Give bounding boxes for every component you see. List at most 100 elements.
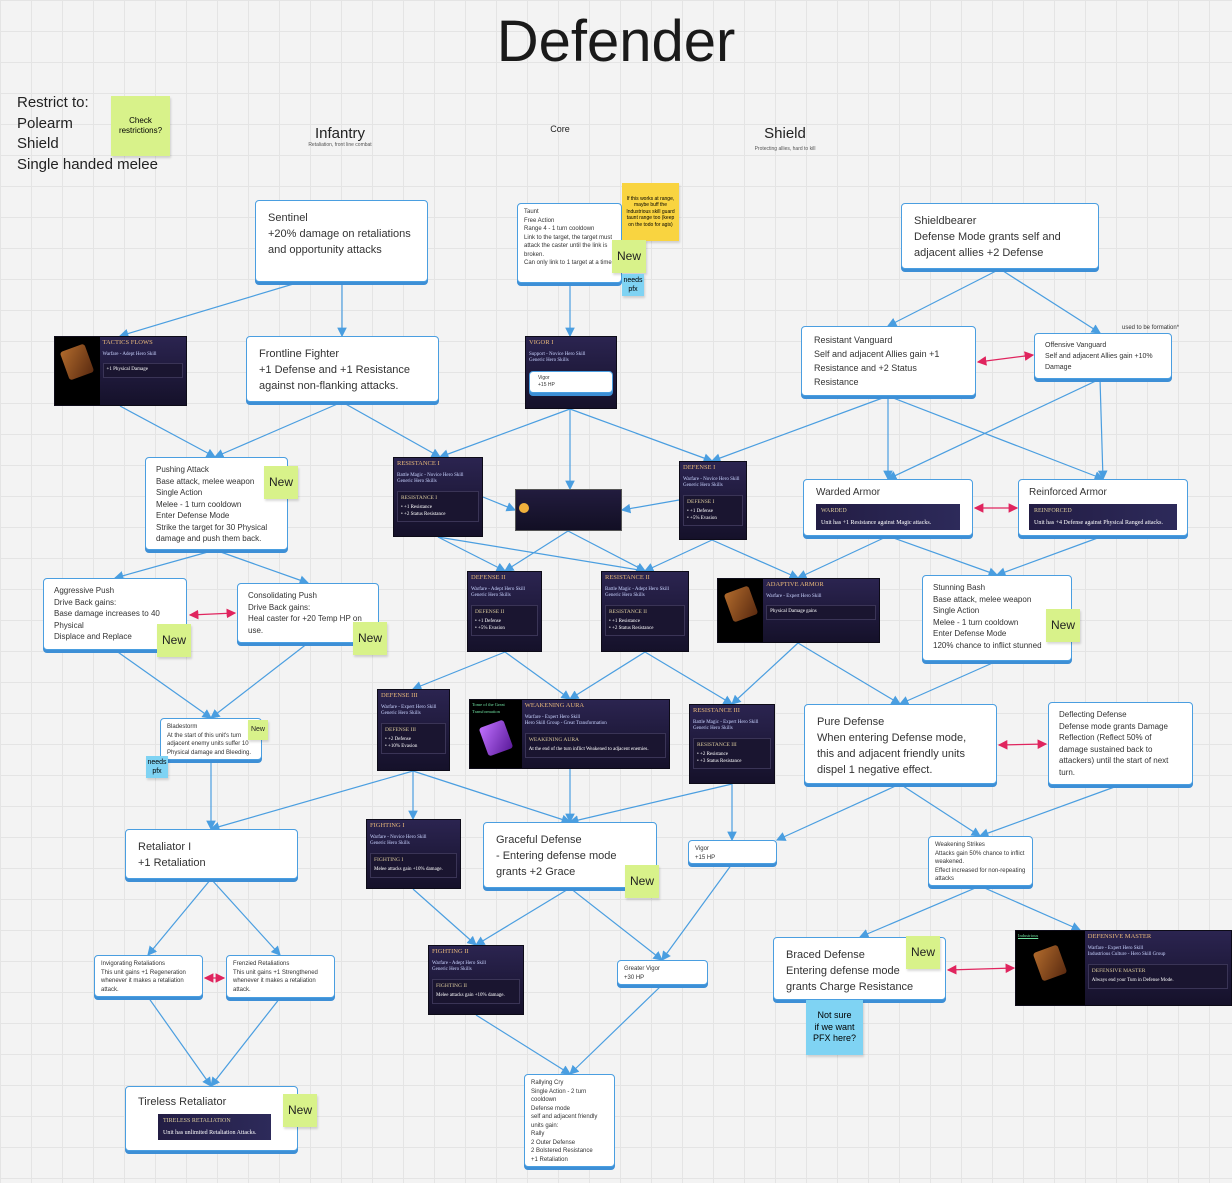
connector-arrow [412,770,572,824]
connector-arrow [474,887,571,946]
warded-effect-text: Unit has +1 Resistance against Magic att… [821,519,932,526]
column-core: Core [550,124,570,134]
connector-arrow [412,888,477,946]
connector-arrow [775,783,901,841]
node-offensive-vanguard[interactable]: Offensive Vanguard Self and adjacent All… [1034,333,1172,379]
node-vigor[interactable]: Vigor +15 HP [688,840,777,864]
card-title: ADAPTIVE ARMOR [766,581,824,588]
node-tireless-retaliator[interactable]: Tireless Retaliator TIRELESS RETALIATION… [125,1086,298,1151]
sticky-new[interactable]: New [264,466,298,499]
page-title: Defender [496,9,736,74]
connector-arrow [711,539,800,579]
card-title: WEAKENING AURA [524,702,585,709]
sticky-new[interactable]: New [157,624,191,657]
card-subtitle: Warfare - Expert Hero Skill [766,593,822,599]
sticky-range-note[interactable]: If this works at range, maybe buff the I… [622,183,679,241]
node-pure-defense[interactable]: Pure Defense When entering Defense mode,… [804,704,997,784]
card-subtitle: Warfare - Adept Hero Skill Generic Hero … [432,960,487,973]
card-defense-3[interactable]: DEFENSE III Warfare - Expert Hero Skill G… [377,689,450,771]
sticky-new[interactable]: New [353,622,387,655]
node-taunt[interactable]: Taunt Free Action Range 4 - 1 turn coold… [517,203,622,283]
card-title: DEFENSE I [683,464,716,471]
card-effect-box: DEFENSE II• +1 Defense • +5% Evasion [471,604,538,636]
node-shieldbearer[interactable]: Shieldbearer Defense Mode grants self an… [901,203,1099,269]
node-invigorating-retaliations[interactable]: Invigorating Retaliations This unit gain… [94,955,203,997]
connector-arrow [482,496,517,512]
node-retaliator-1[interactable]: Retaliator I +1 Retaliation [125,829,298,879]
sticky-new[interactable]: New [283,1094,317,1127]
sticky-new[interactable]: New [612,240,646,273]
column-shield-label: Shield [764,125,806,142]
connector-arrow [899,783,982,837]
connector-arrow [887,395,1105,481]
sticky-new[interactable]: New [906,936,940,969]
card-adaptive-tome[interactable]: ADAPTIVE ARMOR Warfare - Expert Hero Skil… [717,578,880,643]
card-subtitle: Warfare - Adept Hero Skill [102,351,157,357]
card-weakening-aura[interactable]: Tome of the Great Transformation WEAKENI… [469,699,670,769]
exclusive-choice-arrow [188,608,237,620]
exclusive-choice-arrow [946,963,1016,975]
connector-arrow [796,535,889,579]
connector-arrow [887,535,999,577]
connector-arrow [113,549,216,581]
sticky-new[interactable]: New [1046,609,1080,642]
node-deflecting-defense[interactable]: Deflecting Defense Defense mode grants D… [1048,702,1193,785]
node-greater-vigor[interactable]: Greater Vigor +30 HP [617,960,708,985]
card-subtitle: Support - Novice Hero Skill Generic Hero… [529,351,586,364]
node-weakening-strikes[interactable]: Weakening Strikes Attacks gain 50% chanc… [928,836,1033,886]
card-effect: • +2 Defense • +10% Evasion [385,737,418,749]
card-effect: • +1 Defense • +5% Evasion [475,619,505,631]
card-effect: Melee attacks gain +10% damage. [436,993,505,998]
card-title: DEFENSE III [381,692,418,699]
book-icon [478,719,514,757]
card-effect-name: DEFENSIVE MASTER [1091,967,1146,974]
restriction-list: Restrict to: Polearm Shield Single hande… [17,94,158,173]
connector-arrow [214,549,310,585]
card-vigor-1[interactable]: VIGOR I Support - Novice Hero Skill Gene… [525,336,617,409]
connector-arrow [114,649,212,719]
node-graceful-defense[interactable]: Graceful Defense - Entering defense mode… [483,822,657,888]
sticky-check-restrictions[interactable]: Check restrictions? [111,96,170,156]
sticky-needs-pfx[interactable]: needs pfx [146,756,168,778]
node-aggressive-push[interactable]: Aggressive Push Drive Back gains: Base d… [43,578,187,650]
connector-arrow [147,878,212,956]
reinforced-effect-text: Unit has +4 Defense against Physical Ran… [1034,519,1164,526]
skill-icon [519,503,529,513]
sticky-new[interactable]: New [248,720,268,740]
node-stunning-bash[interactable]: Stunning Bash Base attack, melee weapon … [922,575,1072,661]
card-subtitle: Warfare - Expert Hero Skill Generic Hero… [381,704,437,717]
card-effect-box: RESISTANCE I• +1 Resistance • +2 Status … [397,490,479,522]
connector-arrow [797,642,902,705]
connector-arrow [147,996,212,1087]
connector-arrow [118,281,301,339]
node-frontline-fighter[interactable]: Frontline Fighter +1 Defense and +1 Resi… [246,336,439,402]
connector-arrow [569,408,714,463]
sticky-new[interactable]: New [625,865,659,898]
book-icon [723,585,758,623]
tireless-effect-text: Unit has unlimited Retaliation Attacks. [163,1129,257,1136]
sticky-not-sure-pfx[interactable]: Not sure if we want PFX here? [806,1000,863,1055]
node-sentinel[interactable]: Sentinel +20% damage on retaliations and… [255,200,428,282]
node-resistant-vanguard[interactable]: Resistant Vanguard Self and adjacent All… [801,326,976,396]
node-frenzied-retaliations[interactable]: Frenzied Retaliations This unit gains +1… [226,955,335,998]
node-rallying-cry[interactable]: Rallying Cry Single Action - 2 turn cool… [524,1074,615,1167]
sticky-needs-pfx[interactable]: needs pfx [622,274,644,296]
node-bladestorm[interactable]: Bladestorm At the start of this unit's t… [160,718,262,760]
connector-arrow [1097,378,1108,481]
card-subtitle: Battle Magic - Adept Hero Skill Generic … [605,586,670,599]
card-skill-tooltip[interactable] [515,489,622,531]
